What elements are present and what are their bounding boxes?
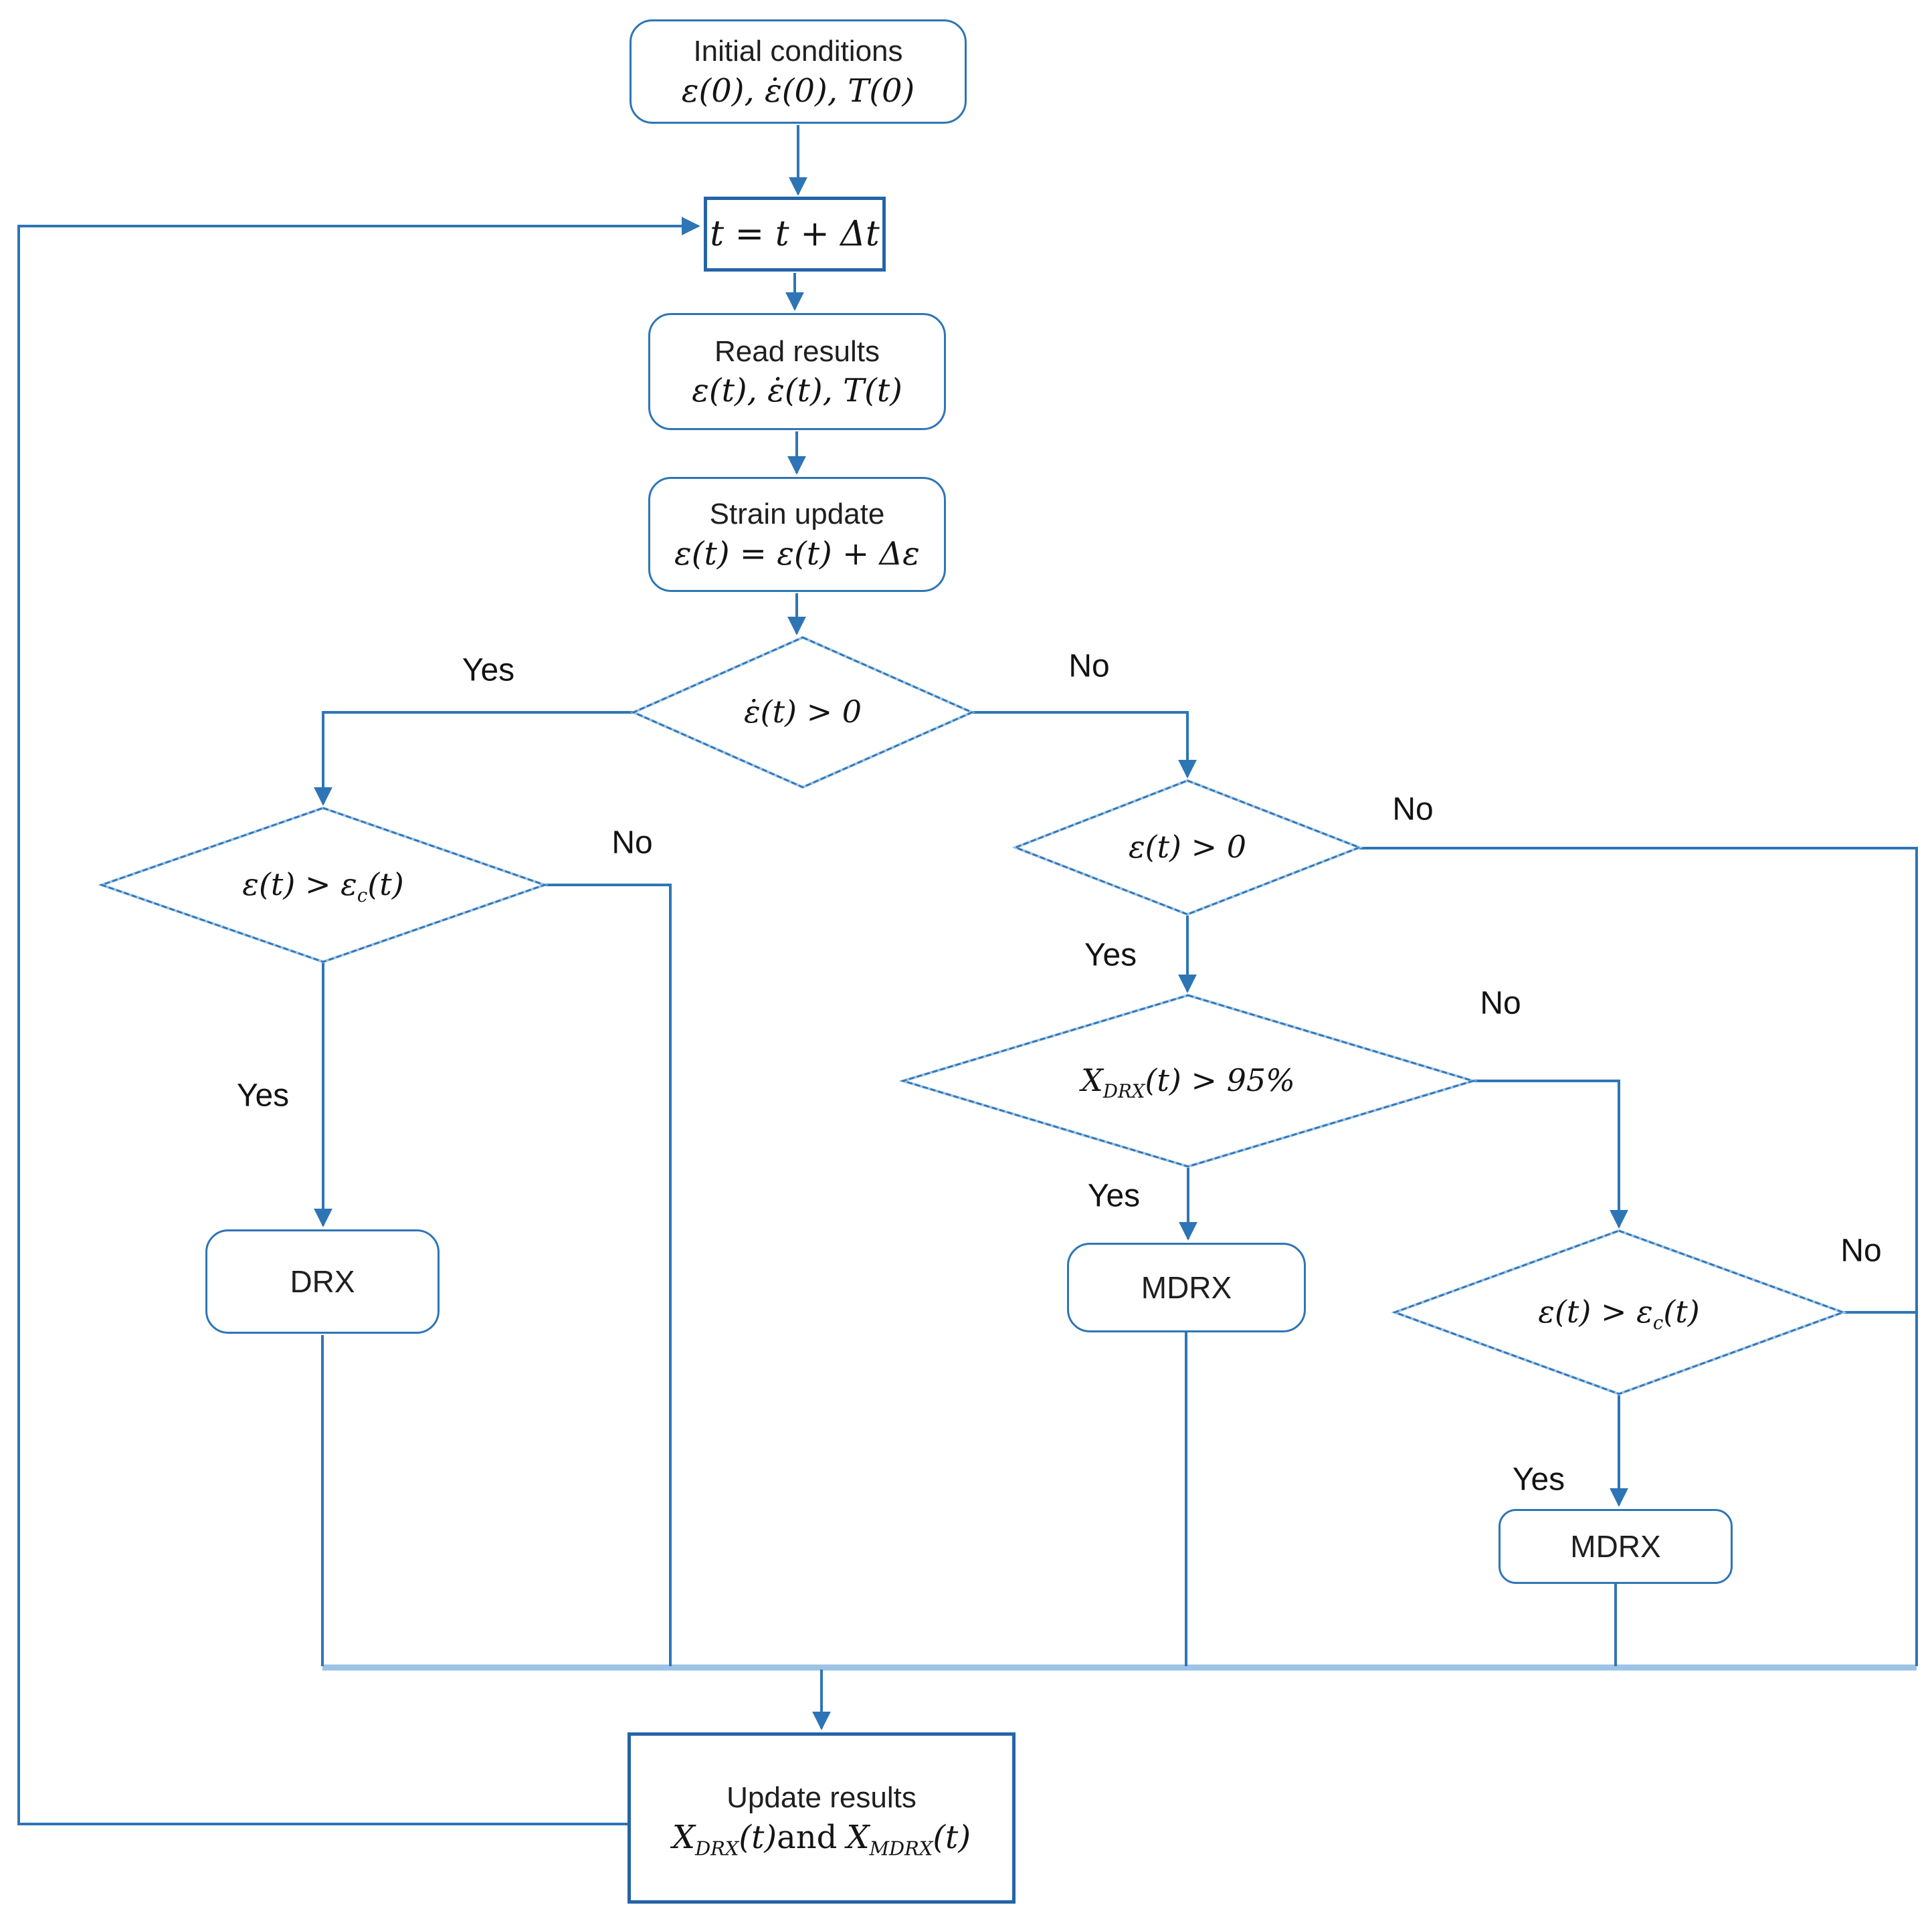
yes-label: Yes bbox=[1087, 1178, 1141, 1214]
critical-strain-right-diamond bbox=[1391, 1229, 1847, 1396]
update-results-title: Update results bbox=[727, 1781, 916, 1815]
csl-pre: ε(t) > ε bbox=[242, 866, 357, 903]
edge-xdrx-no bbox=[1473, 1080, 1628, 1229]
update-conjunction: and bbox=[777, 1818, 838, 1856]
yes-label: Yes bbox=[1512, 1461, 1565, 1498]
csr-sub: c bbox=[1652, 1312, 1664, 1334]
update-f1-post: (t) bbox=[739, 1818, 777, 1856]
no-label: No bbox=[611, 825, 653, 861]
critical-strain-right-formula: ε(t) > εc(t) bbox=[1538, 1293, 1699, 1332]
csr-post: (t) bbox=[1663, 1294, 1700, 1330]
read-results-formula: ε(t), ε̇(t), T(t) bbox=[692, 372, 902, 410]
yes-label: Yes bbox=[1084, 937, 1137, 973]
drx-label: DRX bbox=[290, 1264, 355, 1299]
no-label: No bbox=[1840, 1233, 1882, 1269]
update-f2-sub: MDRX bbox=[869, 1837, 933, 1860]
strain-rate-formula: ε̇(t) > 0 bbox=[743, 694, 862, 730]
xdrx-95-diamond bbox=[898, 993, 1478, 1169]
xdrx-sub: DRX bbox=[1102, 1080, 1145, 1103]
mdrx-lower-label: MDRX bbox=[1570, 1529, 1661, 1564]
csl-post: (t) bbox=[367, 866, 404, 903]
csr-pre: ε(t) > ε bbox=[1538, 1294, 1653, 1330]
read-results-title: Read results bbox=[714, 334, 880, 368]
strain-update-formula: ε(t) = ε(t) + Δε bbox=[674, 534, 920, 573]
xdrx-95-decision: XDRX(t) > 95% bbox=[1021, 1054, 1355, 1108]
strain-positive-decision: ε(t) > 0 bbox=[1054, 821, 1321, 874]
xdrx-post: (t) > 95% bbox=[1145, 1062, 1295, 1099]
critical-strain-decision-right: ε(t) > εc(t) bbox=[1485, 1286, 1753, 1339]
time-increment-box: t = t + Δt bbox=[704, 197, 886, 272]
update-f1-sub: DRX bbox=[695, 1837, 739, 1860]
strain-rate-diamond bbox=[630, 635, 975, 789]
yes-label: Yes bbox=[462, 652, 515, 688]
critical-strain-decision-left: ε(t) > εc(t) bbox=[189, 858, 457, 912]
edge-criticalleft-no-to-merge bbox=[545, 884, 672, 1666]
update-f2-post: (t) bbox=[933, 1818, 971, 1856]
no-label: No bbox=[1480, 985, 1521, 1021]
edge-strainrate-yes bbox=[314, 711, 634, 806]
mdrx-box-lower: MDRX bbox=[1499, 1509, 1733, 1584]
update-f1-base: X bbox=[672, 1818, 696, 1856]
read-results-box: Read results ε(t), ε̇(t), T(t) bbox=[648, 313, 946, 430]
no-label: No bbox=[1392, 791, 1434, 827]
update-f2-base: X bbox=[846, 1818, 870, 1856]
strain-rate-decision: ε̇(t) > 0 bbox=[669, 686, 937, 739]
mdrx-upper-label: MDRX bbox=[1141, 1270, 1232, 1305]
edge-loop-update-to-time bbox=[17, 217, 700, 1825]
strain-positive-diamond bbox=[1011, 779, 1363, 916]
xdrx-base: X bbox=[1081, 1062, 1103, 1099]
yes-label: Yes bbox=[236, 1078, 290, 1114]
initial-conditions-title: Initial conditions bbox=[693, 35, 903, 68]
csl-sub: c bbox=[357, 884, 368, 907]
strain-update-title: Strain update bbox=[709, 498, 885, 531]
initial-conditions-formula: ε(0), ε̇(0), T(0) bbox=[681, 72, 915, 110]
no-label: No bbox=[1068, 648, 1110, 684]
mdrx-box-upper: MDRX bbox=[1067, 1243, 1306, 1332]
time-increment-formula: t = t + Δt bbox=[710, 213, 880, 254]
strain-update-box: Strain update ε(t) = ε(t) + Δε bbox=[648, 477, 946, 592]
drx-box: DRX bbox=[205, 1229, 440, 1334]
critical-strain-left-diamond bbox=[97, 806, 549, 964]
critical-strain-left-formula: ε(t) > εc(t) bbox=[242, 866, 403, 904]
edge-strainpositive-no-to-merge bbox=[1359, 847, 1918, 1666]
strain-positive-formula: ε(t) > 0 bbox=[1128, 829, 1247, 866]
edge-strainrate-no bbox=[972, 711, 1197, 779]
xdrx-formula: XDRX(t) > 95% bbox=[1081, 1062, 1295, 1100]
initial-conditions-box: Initial conditions ε(0), ε̇(0), T(0) bbox=[630, 19, 967, 124]
